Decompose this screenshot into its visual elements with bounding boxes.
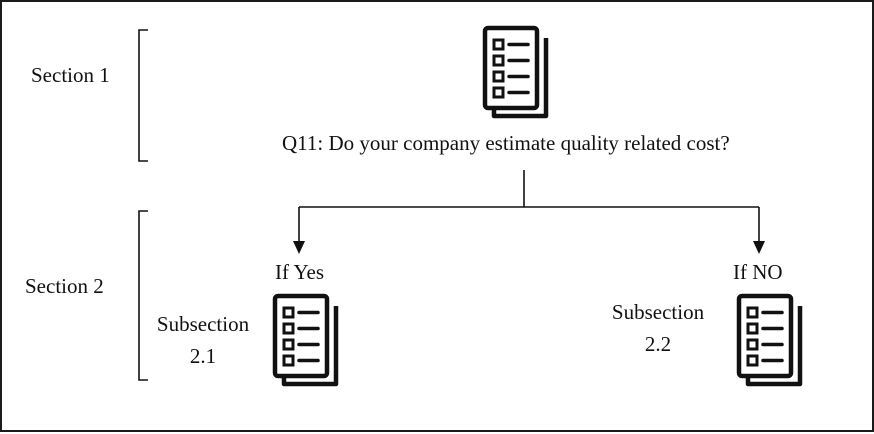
yes-arrowhead bbox=[293, 241, 305, 254]
no-branch-label: If NO bbox=[733, 260, 783, 284]
section2-label: Section 2 bbox=[25, 274, 104, 298]
section2-bracket bbox=[138, 210, 148, 381]
subsection-2-1-number: 2.1 bbox=[189, 344, 217, 368]
subsection-2-2-title: Subsection bbox=[611, 300, 705, 324]
section1-bracket bbox=[138, 29, 148, 162]
subsection-2-2-number: 2.2 bbox=[644, 332, 672, 356]
questionnaire-document-icon bbox=[736, 293, 803, 387]
question-text: Q11: Do your company estimate quality re… bbox=[282, 131, 730, 155]
section1-label: Section 1 bbox=[31, 63, 110, 87]
subsection-2-1-title: Subsection bbox=[156, 312, 250, 336]
yes-branch-label: If Yes bbox=[275, 260, 325, 284]
no-arrowhead bbox=[753, 241, 765, 254]
questionnaire-document-icon bbox=[482, 25, 549, 119]
questionnaire-document-icon bbox=[272, 293, 339, 387]
